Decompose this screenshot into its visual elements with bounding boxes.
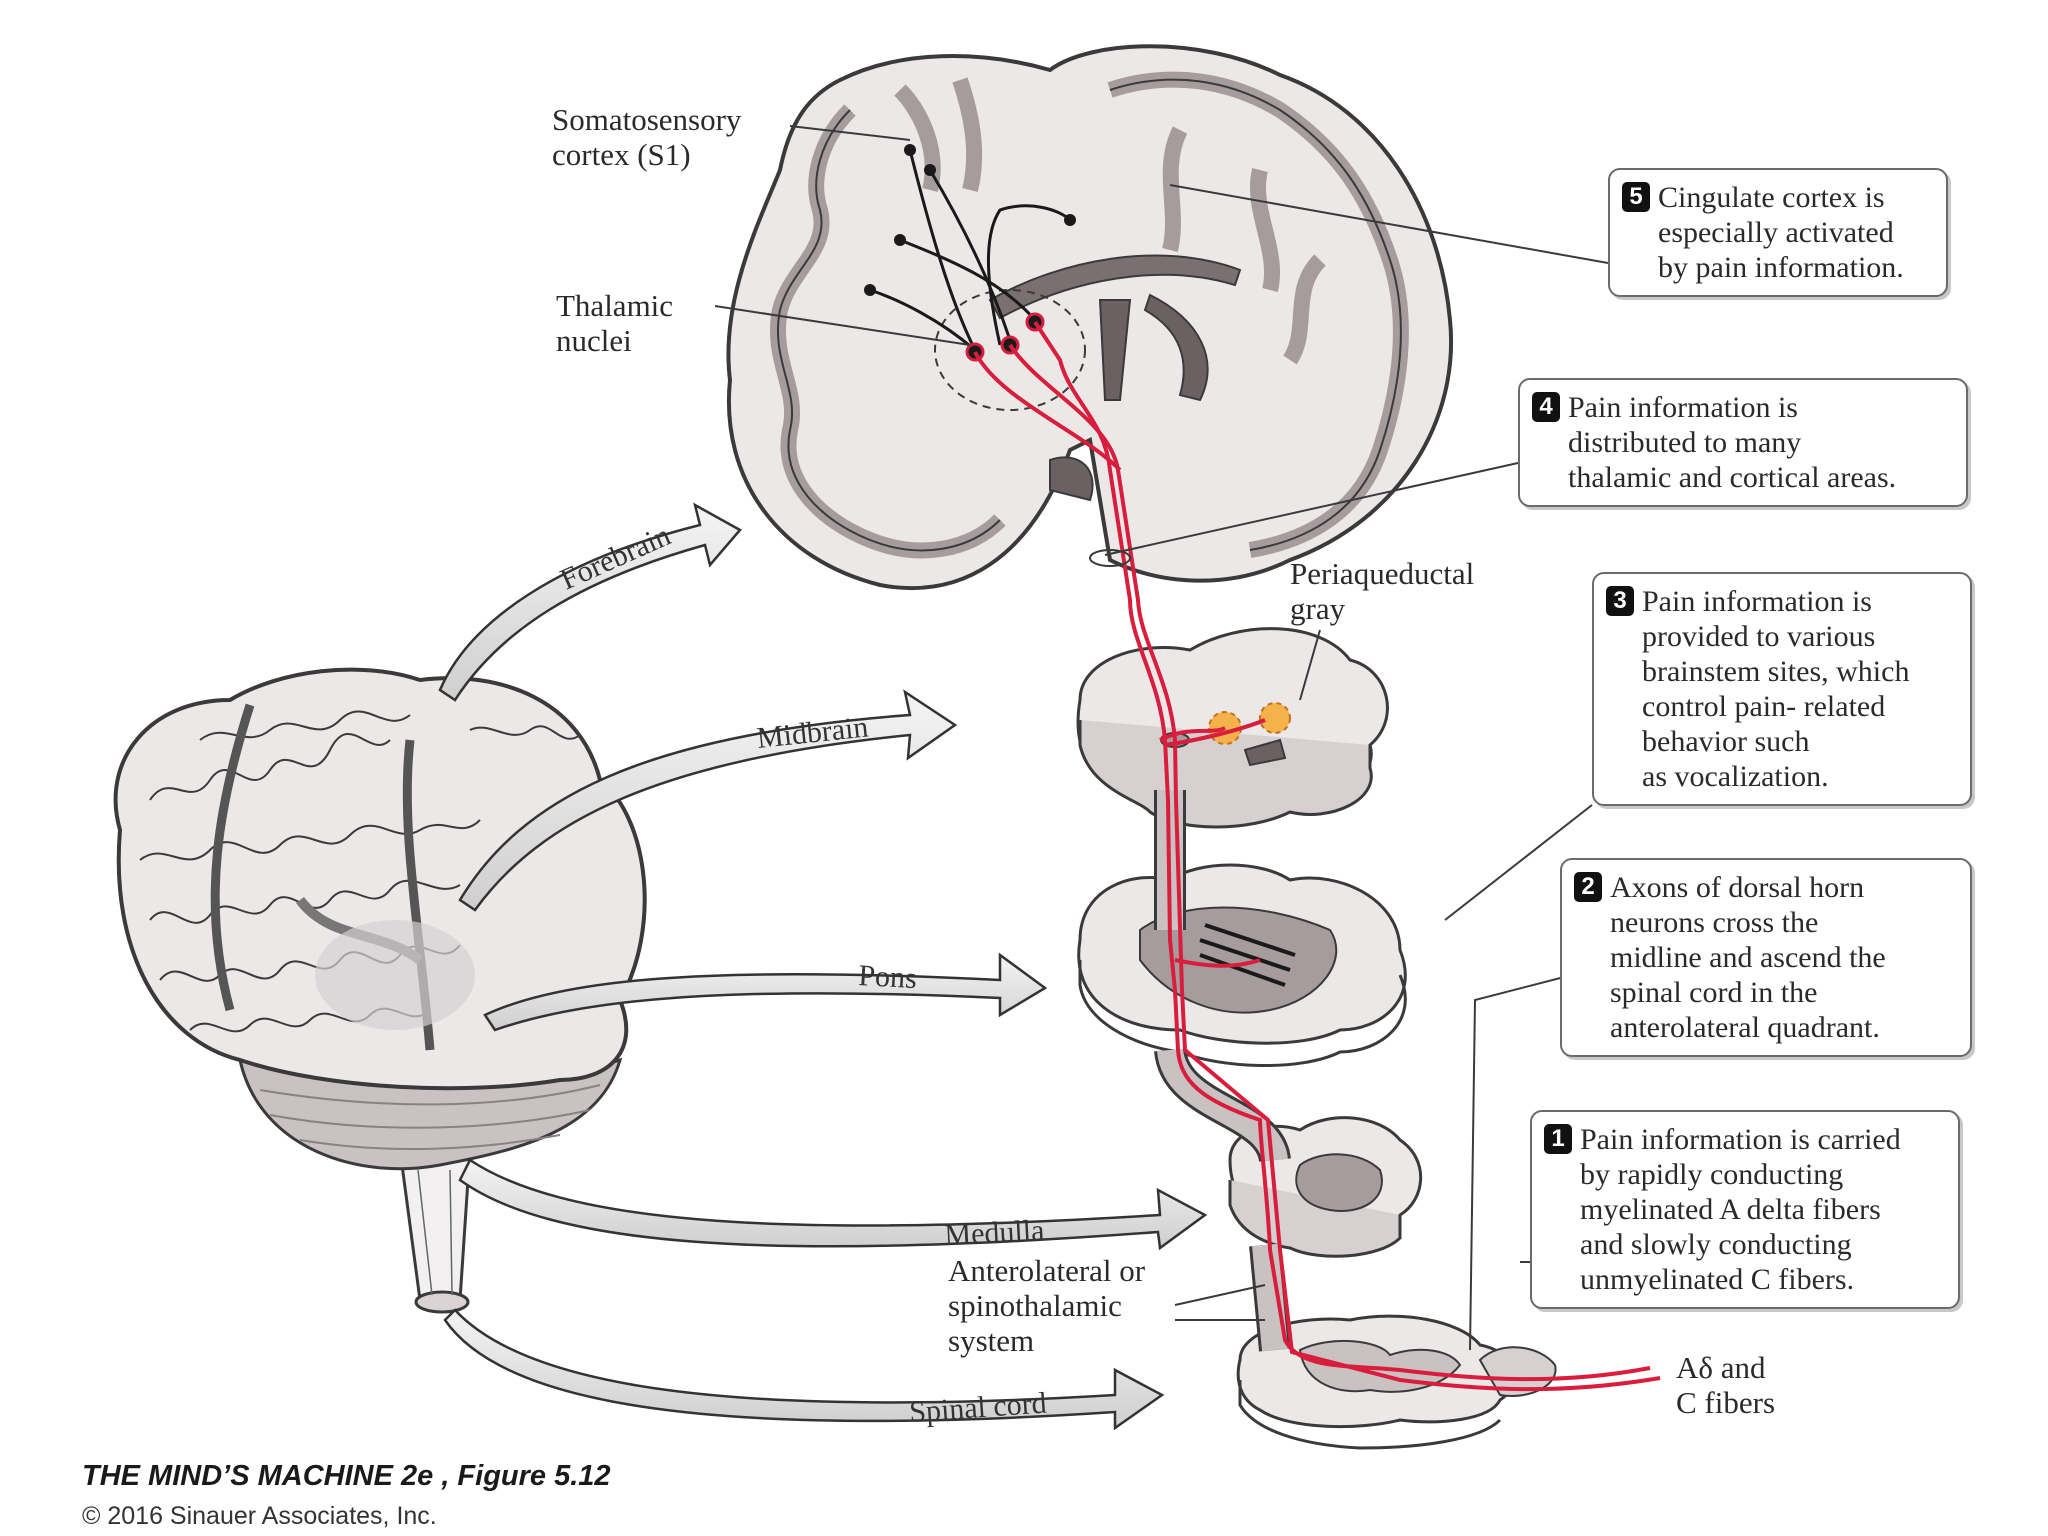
step-number-2: 2 [1574, 872, 1602, 902]
callout-2-text: Axons of dorsal horn neurons cross the m… [1610, 871, 1886, 1044]
callout-3-text: Pain information is provided to various … [1642, 585, 1910, 793]
midbrain-section [1076, 627, 1389, 829]
midbrain-label: Midbrain [755, 710, 869, 754]
forebrain-arrow [438, 502, 742, 702]
figure-caption: THE MIND’S MACHINE 2e , Figure 5.12 [82, 1460, 611, 1492]
pons-arrow [483, 952, 1048, 1032]
pain-pathway-fibers [973, 320, 1661, 1392]
step-number-4: 4 [1532, 392, 1560, 422]
fibers-label: Aδ and C fibers [1676, 1350, 1776, 1420]
callout-1: 1 Pain information is carried by rapidly… [1530, 1110, 1960, 1309]
step-number-5: 5 [1622, 182, 1650, 212]
medulla-label: Medulla [944, 1214, 1046, 1252]
spinal-cord-label: Spinal cord [908, 1386, 1047, 1429]
callout-3: 3 Pain information is provided to variou… [1592, 572, 1972, 806]
callout-4-text: Pain information is distributed to many … [1568, 391, 1897, 494]
leader-lines [714, 125, 1609, 1351]
anterolateral-system-label: Anterolateral or spinothalamic system [948, 1253, 1146, 1358]
callout-5: 5 Cingulate cortex is especially activat… [1608, 168, 1948, 297]
midbrain-arrow [458, 689, 958, 912]
somatosensory-cortex-label: Somatosensory cortex (S1) [552, 102, 742, 172]
callout-5-text: Cingulate cortex is especially activated… [1658, 181, 1904, 284]
step-number-1: 1 [1544, 1124, 1572, 1154]
forebrain-section [726, 44, 1454, 590]
callout-1-text: Pain information is carried by rapidly c… [1580, 1123, 1901, 1296]
callout-2: 2 Axons of dorsal horn neurons cross the… [1560, 858, 1972, 1057]
step-number-3: 3 [1606, 586, 1634, 616]
whole-brain [113, 667, 647, 1314]
spinal-cord-arrow [443, 1308, 1165, 1431]
periaqueductal-gray-label: Periaqueductal gray [1290, 556, 1475, 626]
pons-label: Pons [858, 959, 918, 995]
medulla-arrow [458, 1158, 1208, 1251]
copyright-notice: © 2016 Sinauer Associates, Inc. [82, 1502, 437, 1530]
callout-4: 4 Pain information is distributed to man… [1518, 378, 1968, 507]
thalamic-nuclei-label: Thalamic nuclei [556, 288, 674, 358]
spinal-cord-section [1236, 1314, 1557, 1450]
